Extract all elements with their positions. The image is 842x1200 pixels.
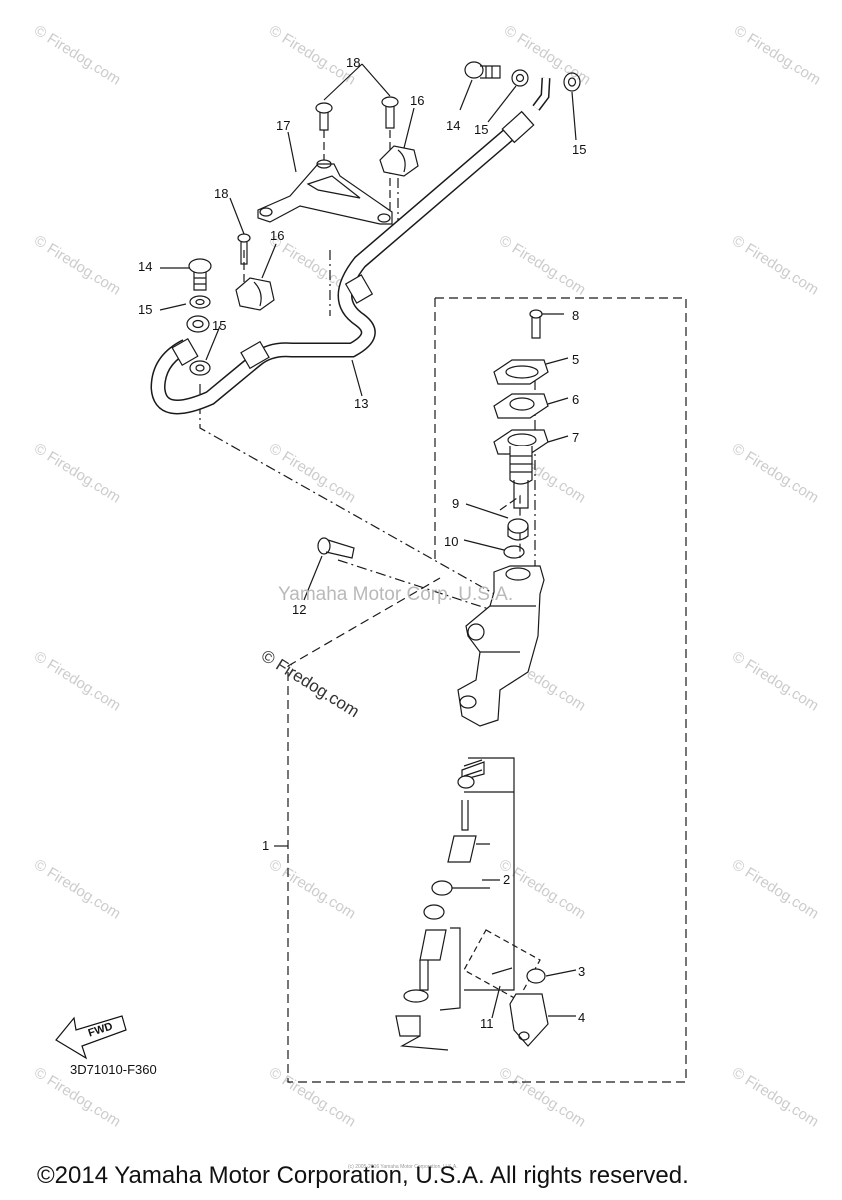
- part-label-8[interactable]: 8: [572, 308, 580, 323]
- gasket: [511, 69, 529, 87]
- part-label-18[interactable]: 18: [214, 186, 229, 201]
- part-label-14[interactable]: 14: [446, 118, 461, 133]
- part-label-13[interactable]: 13: [354, 396, 369, 411]
- gasket: [189, 295, 211, 309]
- part-label-11[interactable]: 11: [480, 1016, 494, 1031]
- part-label-5[interactable]: 5: [572, 352, 580, 367]
- part-label-3[interactable]: 3: [578, 964, 586, 979]
- part-label-18[interactable]: 18: [346, 55, 361, 70]
- hose-bracket: [257, 159, 393, 225]
- hose-joint: [507, 518, 529, 541]
- part-label-17[interactable]: 17: [276, 118, 291, 133]
- hose-clamp: [379, 145, 419, 177]
- part-label-9[interactable]: 9: [452, 496, 460, 511]
- bolt: [529, 309, 543, 339]
- clevis: [509, 993, 549, 1047]
- reservoir-cap: [493, 359, 549, 385]
- fwd-arrow-icon: [55, 1015, 127, 1060]
- hose-clamp: [235, 277, 275, 311]
- part-label-10[interactable]: 10: [444, 534, 459, 549]
- union-bolt: [464, 61, 501, 79]
- screw: [315, 102, 333, 131]
- assembly-outline: [287, 297, 687, 1083]
- part-label-7[interactable]: 7: [572, 430, 580, 445]
- fine-print: (c) 2005-2016 Yamaha Motor Corporation, …: [348, 1164, 458, 1170]
- cotter-pin: [491, 967, 513, 975]
- screw: [237, 233, 251, 265]
- bolt: [317, 537, 355, 559]
- part-label-15[interactable]: 15: [474, 122, 489, 137]
- brake-hose: [150, 77, 551, 415]
- part-label-14[interactable]: 14: [138, 259, 153, 274]
- part-label-15[interactable]: 15: [212, 318, 227, 333]
- copyright-notice: ©2014 Yamaha Motor Corporation, U.S.A. A…: [37, 1162, 689, 1189]
- part-label-1[interactable]: 1: [262, 838, 270, 853]
- screw: [381, 96, 399, 129]
- part-label-12[interactable]: 12: [292, 602, 307, 617]
- nut: [526, 968, 546, 984]
- diagram-code: 3D71010-F360: [70, 1062, 157, 1077]
- part-label-6[interactable]: 6: [572, 392, 580, 407]
- union-bolt: [188, 258, 212, 291]
- master-cylinder-body: [457, 565, 545, 727]
- gasket: [563, 72, 581, 92]
- part-label-15[interactable]: 15: [138, 302, 153, 317]
- part-label-4[interactable]: 4: [578, 1010, 586, 1025]
- part-label-2[interactable]: 2: [503, 872, 511, 887]
- watermark-text: Yamaha Motor Corp. U.S.A.: [278, 584, 514, 605]
- gasket: [189, 360, 211, 376]
- diaphragm: [493, 429, 549, 509]
- plate: [493, 393, 549, 419]
- piston-kit: [395, 759, 485, 1037]
- part-label-16[interactable]: 16: [410, 93, 425, 108]
- circlip: [503, 545, 525, 559]
- part-label-16[interactable]: 16: [270, 228, 285, 243]
- part-label-15[interactable]: 15: [572, 142, 587, 157]
